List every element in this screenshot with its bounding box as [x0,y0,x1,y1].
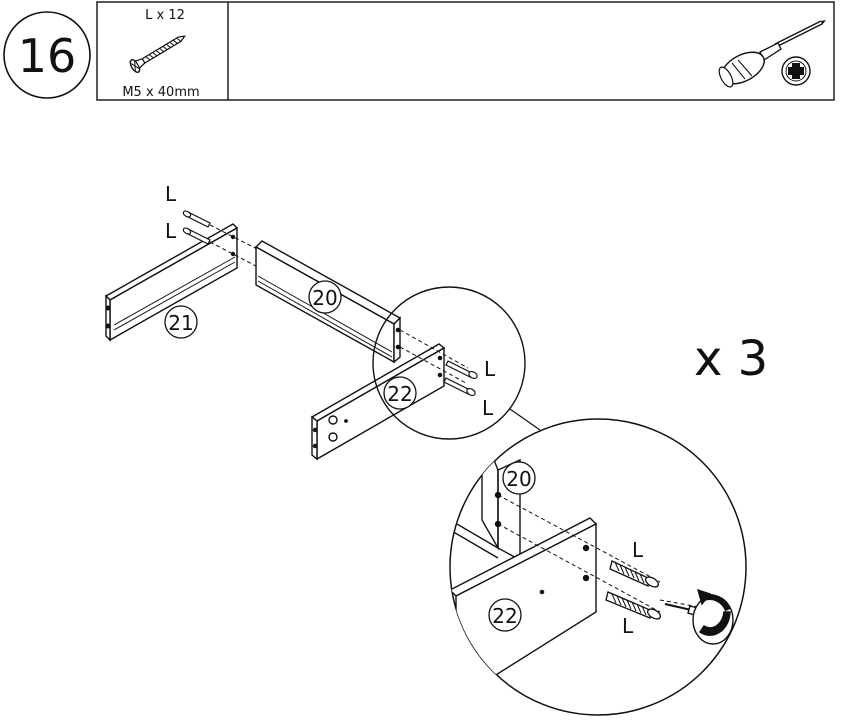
part-label-20: 20 [308,280,342,314]
zoom-screw-top [609,560,660,588]
zoom-screw-label-l: L [632,538,644,562]
screwdriver-rotate-icon [664,588,734,645]
screw-guide-lines-22 [399,329,469,384]
screw-21-bottom [182,227,211,245]
screw-21-top [182,210,211,228]
part-21-board [104,223,239,342]
screw-label-l: L [484,357,496,381]
svg-text:20: 20 [312,286,337,310]
phillips-screwdriver-icon [718,20,826,88]
repeat-count-label: x 3 [694,331,768,387]
part-label-22: 22 [383,376,417,410]
svg-text:21: 21 [168,311,193,335]
screw-label-l: L [165,182,177,206]
zoom-connector [509,408,541,431]
zoom-part-label-22: 22 [488,598,522,632]
zoom-part-label-20: 20 [502,461,536,495]
part-label-21: 21 [164,305,198,339]
svg-text:22: 22 [492,604,517,628]
screw-22-top [445,360,478,380]
screw-label-l: L [165,219,177,243]
zoom-screw-label-l: L [622,614,634,638]
parts-box: L x 12 M5 x 40mm [96,1,835,101]
part-22-board [310,343,446,461]
detail-focus-circle [372,286,526,440]
screw-22-bottom [443,377,476,397]
step-number: 16 [18,29,77,83]
step-number-badge: 16 [3,11,91,99]
hardware-quantity: L x 12 [145,8,185,23]
zoom-screw-bottom [605,591,662,620]
svg-text:22: 22 [387,382,412,406]
screw-label-l: L [482,396,494,420]
hardware-spec: M5 x 40mm [122,85,199,100]
svg-text:20: 20 [506,467,531,491]
zoom-detail-view: 20 22 L L [449,418,747,716]
screw-icon [129,35,187,73]
